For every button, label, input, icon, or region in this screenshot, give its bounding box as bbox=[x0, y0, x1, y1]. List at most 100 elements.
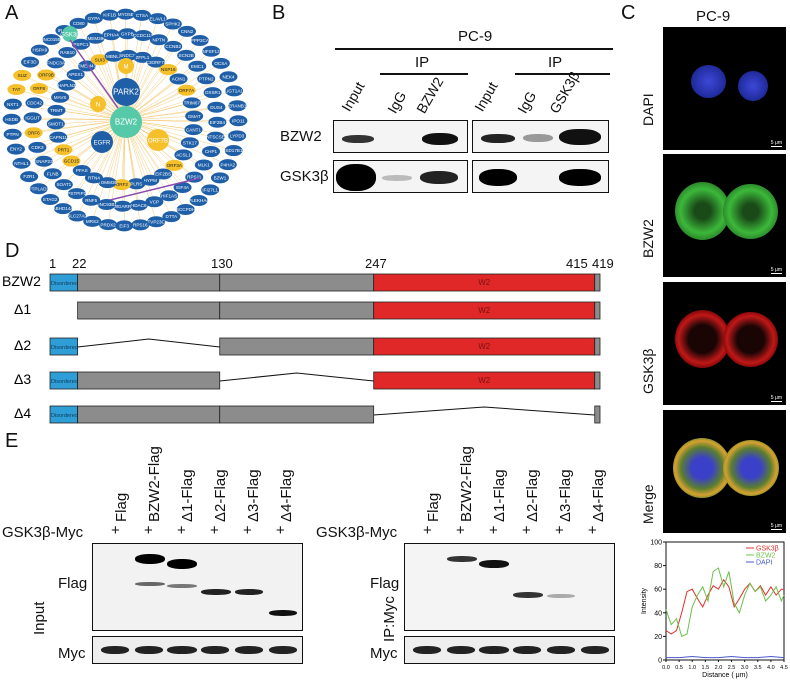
network-node-label: ORF9B bbox=[39, 73, 54, 78]
network-node bbox=[169, 73, 188, 85]
network-node bbox=[24, 127, 43, 139]
network-node-label: EIF2B4 bbox=[210, 120, 226, 125]
network-node bbox=[84, 172, 103, 184]
deletion-line bbox=[373, 406, 595, 416]
plus-sign: + bbox=[456, 522, 465, 539]
network-node-label: GMAT bbox=[188, 114, 201, 119]
network-node-label: GYPA bbox=[88, 16, 101, 21]
network-node-label: ORF7A bbox=[179, 88, 195, 93]
lane-label-1: BZW2-Flag bbox=[458, 446, 475, 522]
plus-sign: + bbox=[522, 522, 531, 539]
network-node bbox=[69, 17, 88, 29]
myc-label-left: GSK3β-Myc bbox=[2, 524, 84, 541]
lane-label-5: Δ4-Flag bbox=[590, 469, 607, 522]
blot-e-input-myc bbox=[92, 636, 303, 664]
network-node bbox=[202, 45, 221, 57]
network-node bbox=[229, 115, 248, 127]
network-node-label: SMOT1 bbox=[48, 121, 64, 126]
network-node-label: SOAT1 bbox=[56, 182, 71, 187]
network-node bbox=[147, 216, 166, 228]
network-node bbox=[58, 47, 77, 59]
domain-label: W2 bbox=[478, 342, 491, 351]
lane-label-0: Flag bbox=[113, 492, 130, 522]
network-node-label: IPO11 bbox=[232, 118, 245, 123]
network-node bbox=[133, 51, 152, 63]
network-node bbox=[46, 118, 65, 130]
domain-label: W2 bbox=[478, 376, 491, 385]
network-node bbox=[97, 199, 116, 211]
network-node-label: EIF3 bbox=[119, 223, 129, 228]
network-node-label: LINC01554 bbox=[40, 37, 64, 42]
network-node-label: IGGUT bbox=[25, 115, 40, 120]
blot-e-ip-flag bbox=[404, 543, 615, 631]
network-node bbox=[67, 188, 86, 200]
pos-1: 1 bbox=[49, 256, 57, 271]
network-node bbox=[148, 13, 167, 25]
network-node-label: ACIN1 bbox=[172, 77, 186, 82]
network-node-label: HSDB bbox=[5, 117, 18, 122]
network-node-label: ZFPL1 bbox=[136, 55, 150, 60]
interaction-network: LYPD3HSD17B10P4HA2BZW1IFI27L1PLEKHA4SCCP… bbox=[2, 8, 248, 232]
network-node-label: BZW1 bbox=[214, 175, 227, 180]
network-node-label: RPS16 bbox=[133, 222, 148, 227]
network-node bbox=[189, 194, 208, 206]
construct-label: Δ2 bbox=[14, 337, 31, 353]
network-node-label: SUI3 bbox=[95, 57, 106, 62]
network-hub bbox=[112, 78, 140, 106]
network-node-label: PTPLAD1 bbox=[29, 186, 50, 191]
network-node bbox=[211, 57, 230, 69]
network-node-label: PFAS bbox=[76, 168, 88, 173]
plus-sign: + bbox=[489, 522, 498, 539]
blot-b-gsk3b-left bbox=[333, 160, 468, 193]
network-node bbox=[118, 28, 137, 40]
network-node-label: ELAVL1 bbox=[149, 16, 166, 21]
panel-label-a: A bbox=[5, 2, 19, 24]
network-node-label: CD80 bbox=[73, 21, 85, 26]
network-node bbox=[180, 137, 199, 149]
network-node-label: GYPB bbox=[121, 31, 134, 36]
panel-label-b: B bbox=[272, 2, 286, 24]
x-tick-label: 4.5 bbox=[780, 665, 788, 671]
network-node-label: TNFSF13B bbox=[200, 49, 223, 54]
network-node-label: ENY2 bbox=[10, 147, 22, 152]
network-node-label: UNC93B1 bbox=[96, 202, 117, 207]
domain-segment bbox=[49, 337, 79, 356]
network-node bbox=[3, 98, 22, 110]
network-node-label: HSPA9 bbox=[32, 48, 47, 53]
domain-segment bbox=[77, 273, 221, 292]
panel-c-cell-line: PC-9 bbox=[696, 8, 731, 25]
side-label-ipmyc: IP:Myc bbox=[381, 596, 398, 642]
network-node bbox=[12, 157, 31, 169]
lane-label-3: Δ2-Flag bbox=[212, 469, 229, 522]
network-node bbox=[174, 149, 193, 161]
lane-label-1: BZW2-Flag bbox=[146, 446, 163, 522]
blot-b-bzw2-left bbox=[333, 120, 468, 153]
lane-label-2: Δ1-Flag bbox=[179, 469, 196, 522]
network-node-label: SPHK2 bbox=[165, 22, 181, 27]
micro-label-dapi: DAPI bbox=[640, 93, 656, 126]
network-node bbox=[218, 159, 237, 171]
network-node-label: PSPC1 bbox=[73, 42, 89, 47]
network-node-label: NTHL1 bbox=[14, 161, 29, 166]
myc-label-right: GSK3β-Myc bbox=[316, 524, 398, 541]
ip-line-left bbox=[380, 73, 468, 75]
side-label-input: Input bbox=[31, 601, 48, 635]
domain-segment bbox=[594, 405, 601, 424]
network-node-label: EMC1 bbox=[191, 64, 204, 69]
x-tick-label: 3.0 bbox=[741, 665, 749, 671]
network-node-label: P4HA2 bbox=[221, 162, 236, 167]
lane-label-4: Δ3-Flag bbox=[557, 469, 574, 522]
panel-label-e: E bbox=[5, 430, 19, 452]
network-node-label: CDK3 bbox=[31, 145, 44, 150]
network-node-label: FLNB bbox=[47, 171, 59, 176]
plus-sign: + bbox=[423, 522, 432, 539]
scale-bar-bzw2: 5 μm bbox=[770, 267, 782, 274]
micro-label-gsk3b: GSK3β bbox=[640, 348, 656, 394]
network-node bbox=[23, 112, 42, 124]
network-node bbox=[219, 71, 238, 83]
network-node bbox=[164, 40, 183, 52]
deletion-line bbox=[219, 372, 374, 382]
network-node-label: ORF2 bbox=[116, 182, 129, 187]
network-hub-label: GSK3β bbox=[60, 33, 80, 39]
